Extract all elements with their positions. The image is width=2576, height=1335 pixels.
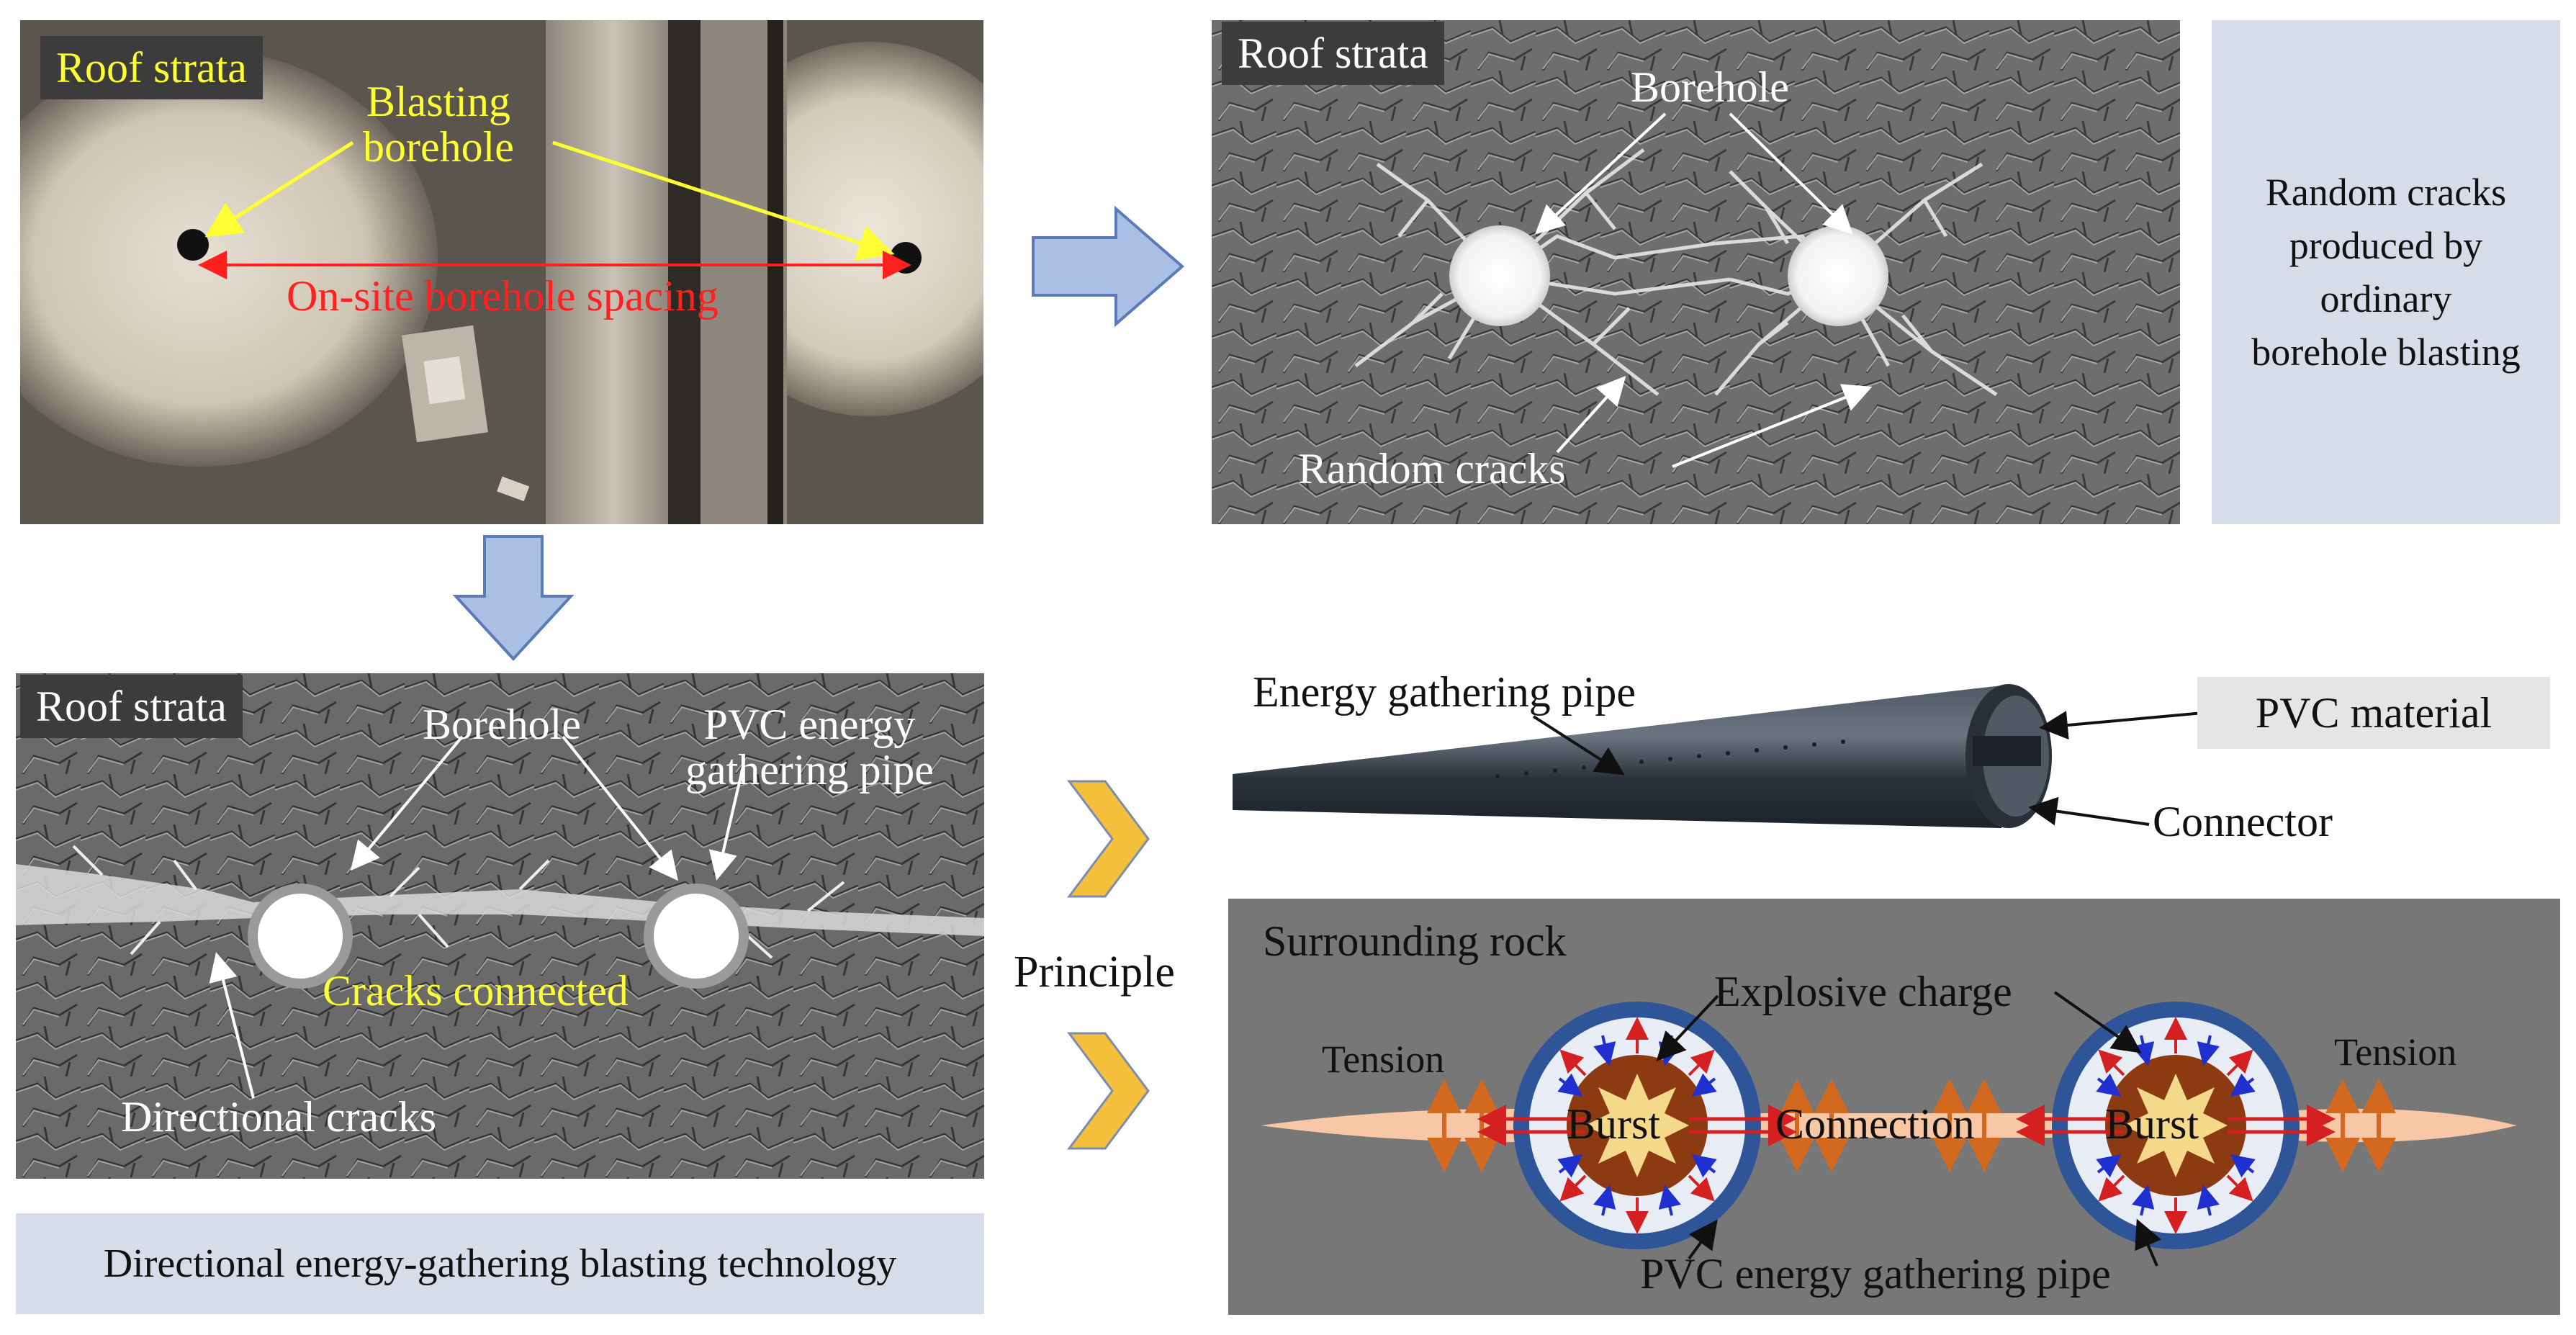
borehole-label: Borehole [423,701,581,748]
pvc-energy-gathering-pipe-label: PVC energy gathering pipe [1640,1250,2111,1298]
surrounding-rock-label: Surrounding rock [1263,917,1567,965]
pvc-energy-gathering-pipe-label: PVC energy gathering pipe [685,702,934,793]
roof-strata-tag: Roof strata [40,36,263,99]
pvc-pipe-pointer-left [1688,1219,1718,1260]
blasting-borehole-left [177,229,209,261]
principle-diagram-panel: Surrounding rock Explosive charge Tensio… [1228,899,2560,1315]
pipe-photo-panel: Energy gathering pipe PVC material Conne… [1224,648,2563,886]
directional-cracks-panel: Roof strata Borehole PVC energy gatherin… [16,673,984,1179]
explosive-charge-label: Explosive charge [1714,968,2012,1015]
note-line-1: Random cracks [2265,171,2507,214]
onsite-photo-panel: Roof strata Blasting borehole On-site bo… [20,20,983,524]
pvc-material-label: PVC material [2255,688,2492,737]
blasting-label-line2: borehole [363,123,514,171]
note-line-4: borehole blasting [2251,331,2521,374]
directional-cracks-image [16,673,984,1179]
burst-star-right [2124,1074,2228,1177]
burst-label-right: Burst [2105,1100,2199,1148]
roof-strata-tag: Roof strata [1222,22,1444,85]
borehole-label: Borehole [1631,63,1789,111]
pvc-material-box: PVC material [2197,677,2550,749]
pvc-label-line1: PVC energy [703,701,916,748]
spacing-label: On-site borehole spacing [287,272,719,320]
note-line-2: produced by [2289,224,2483,267]
principle-diagram [1261,991,2517,1267]
blasting-borehole-right [890,242,922,274]
burst-label-left: Burst [1567,1100,1661,1148]
energy-gathering-pipe-label: Energy gathering pipe [1253,668,1636,716]
roof-strata-tag: Roof strata [20,675,243,738]
chevron-right-icon [1067,1032,1150,1150]
tension-label-left: Tension [1322,1038,1445,1081]
onsite-photo [20,20,983,524]
burst-star-left [1585,1074,1689,1177]
explosive-pointer-left [1656,994,1719,1061]
blasting-borehole-label: Blasting borehole [363,79,514,170]
blasting-label-line1: Blasting [366,78,510,125]
arrow-right-icon [1032,205,1185,328]
explosive-pointer-right [2053,991,2142,1053]
principle-label: Principle [1014,948,1175,997]
random-cracks-note: Random cracks produced by ordinary boreh… [2212,20,2560,524]
random-cracks-panel: Roof strata Borehole Random cracks [1212,20,2180,524]
cracks-connected-label: Cracks connected [323,967,629,1015]
pvc-pipe-pointer-right [2135,1218,2162,1267]
tension-label-right: Tension [2334,1030,2457,1074]
note-line-3: ordinary [2320,277,2452,320]
chevron-right-icon [1067,780,1150,898]
connector-label: Connector [2153,798,2333,845]
technology-caption-text: Directional energy-gathering blasting te… [103,1241,897,1286]
arrow-down-icon [452,535,575,661]
directional-cracks-label: Directional cracks [121,1093,437,1141]
random-cracks-label: Random cracks [1298,445,1566,493]
pvc-label-line2: gathering pipe [685,746,934,794]
connection-label: Connection [1775,1100,1975,1148]
technology-caption: Directional energy-gathering blasting te… [16,1213,984,1314]
